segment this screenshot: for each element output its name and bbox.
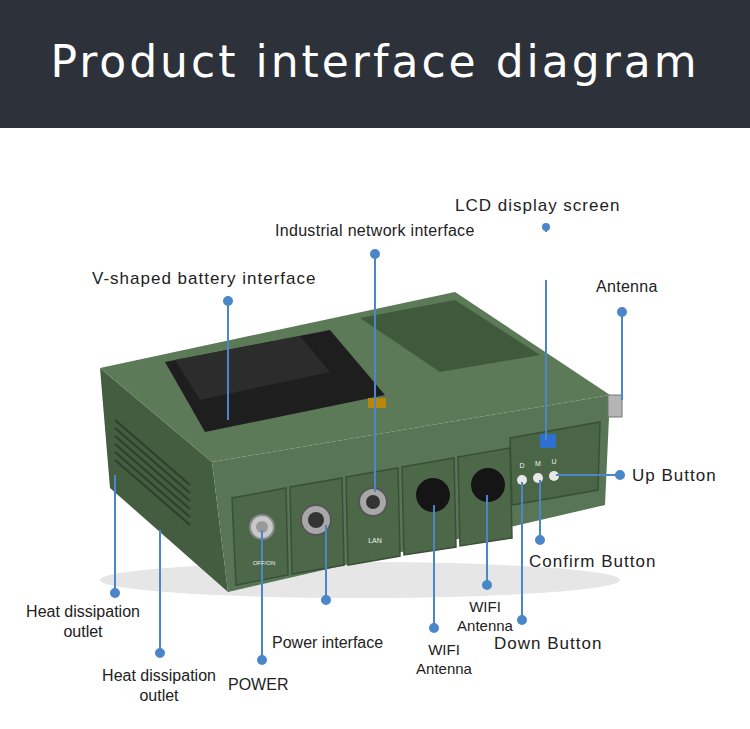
panel-marking: OFF/ON — [244, 560, 284, 568]
part-label: Confirm Button — [529, 551, 689, 572]
button-marking: M — [532, 460, 544, 469]
part-label: Industrial network interface — [275, 221, 505, 241]
part-label: Heat dissipation outlet — [94, 666, 224, 706]
part-label: Up Button — [632, 465, 747, 486]
part-label: WIFI Antenna — [404, 641, 484, 679]
panel-marking: LAN — [360, 537, 390, 546]
part-label: LCD display screen — [455, 195, 655, 216]
part-label: WIFI Antenna — [445, 598, 525, 636]
button-marking: D — [516, 462, 528, 471]
page-title: Product interface diagram — [0, 36, 750, 87]
part-label: POWER — [228, 675, 298, 695]
part-label: Heat dissipation outlet — [18, 602, 148, 642]
part-label: V-shaped battery interface — [92, 268, 362, 289]
part-label: Power interface — [272, 633, 402, 653]
button-marking: U — [548, 458, 560, 467]
part-label: Antenna — [596, 277, 676, 297]
part-label: Down Button — [494, 633, 634, 654]
